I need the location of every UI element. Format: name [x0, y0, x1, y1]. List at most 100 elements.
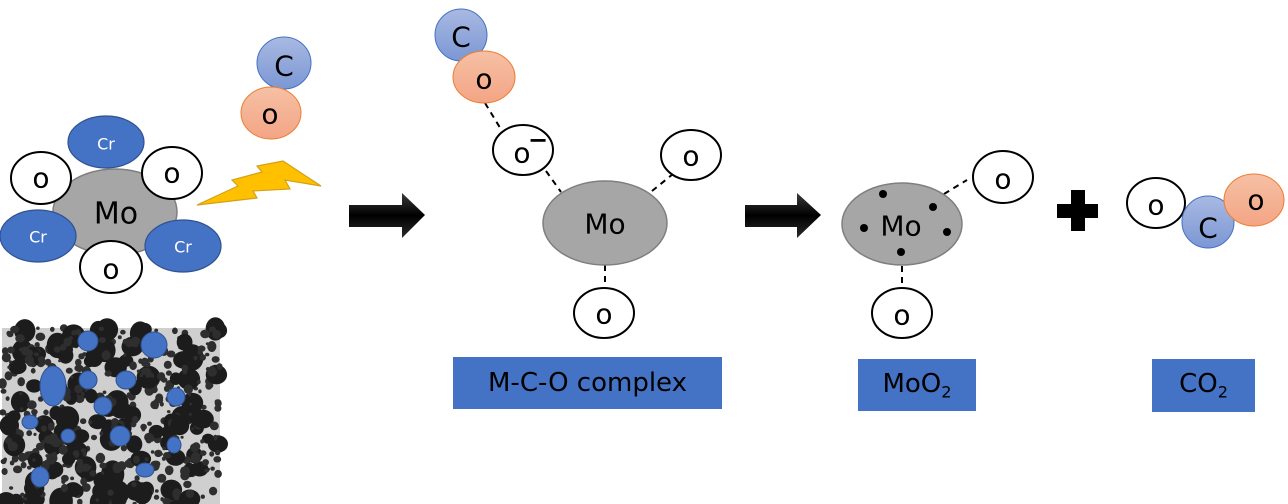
pore — [8, 359, 27, 375]
stage2-mco-complex: C o Mo o − o o — [434, 8, 722, 339]
pore — [17, 377, 26, 387]
pore — [160, 377, 168, 383]
pore — [34, 342, 40, 348]
pore — [214, 449, 221, 456]
carbon-label: C — [274, 50, 294, 83]
electron-dot — [897, 248, 905, 256]
pore — [58, 444, 68, 455]
cr-particle — [115, 370, 137, 390]
pore — [7, 346, 15, 354]
pore — [154, 489, 159, 493]
pore — [200, 494, 205, 499]
pore — [18, 452, 27, 462]
pore — [88, 420, 93, 425]
pore — [183, 480, 192, 489]
pore — [20, 492, 25, 497]
pore — [198, 389, 202, 394]
plus-icon — [1057, 190, 1098, 231]
pore — [95, 498, 99, 502]
mo-label: Mo — [94, 197, 138, 232]
pore — [73, 429, 90, 444]
pore — [47, 422, 55, 431]
electron-dot — [929, 203, 937, 211]
pore — [62, 452, 76, 466]
pore — [74, 365, 82, 372]
pore — [40, 425, 47, 432]
pore — [118, 354, 134, 367]
pore — [209, 451, 215, 457]
oxygen-label: o — [261, 98, 278, 131]
oxygen-atom — [79, 240, 143, 294]
pore — [50, 326, 55, 332]
pore — [162, 497, 171, 504]
pore — [190, 451, 201, 464]
charged-oxygen-atom — [492, 124, 554, 176]
cr-particle — [140, 331, 168, 359]
pore — [193, 355, 198, 361]
arrow-right-icon — [745, 193, 821, 238]
pore — [31, 409, 38, 415]
cr-particle — [77, 330, 99, 352]
pore — [180, 435, 184, 439]
stage4-co2-molecule: o C o — [1126, 173, 1285, 249]
oxygen-atom-adsorbed — [452, 50, 516, 104]
pore — [111, 491, 127, 504]
pore — [1, 468, 8, 475]
pore — [61, 474, 69, 482]
mo-label: Mo — [584, 208, 625, 241]
negative-charge: − — [528, 126, 548, 154]
oxygen-label: o — [513, 137, 530, 170]
oxygen-label: o — [682, 140, 699, 173]
pore — [165, 370, 172, 376]
bond-line — [484, 102, 503, 132]
pore — [33, 432, 37, 436]
cr-label: Cr — [97, 135, 115, 154]
pore — [81, 391, 85, 397]
pore — [0, 378, 7, 389]
pore — [95, 452, 106, 464]
pore — [24, 355, 34, 365]
pore — [132, 501, 137, 504]
pore — [143, 367, 152, 375]
pore — [38, 416, 42, 420]
pore — [70, 476, 75, 481]
pore — [75, 464, 84, 474]
pore — [153, 494, 160, 500]
pore — [63, 337, 72, 347]
pore — [10, 391, 30, 413]
pore — [26, 465, 32, 470]
pore — [98, 337, 106, 343]
oxygen-atom — [573, 287, 635, 339]
pore — [163, 360, 172, 369]
cr-particle — [78, 370, 98, 390]
pore — [5, 437, 13, 445]
pore — [70, 375, 74, 379]
cr-particle — [60, 428, 76, 444]
pore — [200, 329, 211, 339]
pore — [83, 355, 96, 368]
pore — [36, 326, 40, 330]
pore — [166, 350, 176, 358]
cr-particle — [93, 396, 113, 416]
oxygen-atom — [871, 287, 933, 339]
pore — [159, 401, 164, 407]
pore — [136, 369, 141, 373]
pore — [20, 461, 27, 469]
pore — [72, 450, 80, 458]
oxygen-label: o — [1147, 189, 1164, 222]
formula-main: CO — [1179, 369, 1218, 400]
pore — [82, 451, 87, 457]
pore — [32, 458, 36, 462]
pore — [147, 421, 152, 426]
pore — [74, 384, 84, 394]
pore — [144, 457, 149, 462]
pore — [5, 396, 10, 401]
pore — [59, 344, 67, 351]
oxygen-atom — [141, 146, 203, 200]
pore — [7, 410, 21, 423]
pore — [212, 329, 221, 339]
mco-complex-label-text: M-C-O complex — [488, 368, 687, 398]
pore — [176, 333, 193, 351]
pore — [189, 402, 193, 406]
oxygen-atom — [660, 129, 722, 181]
